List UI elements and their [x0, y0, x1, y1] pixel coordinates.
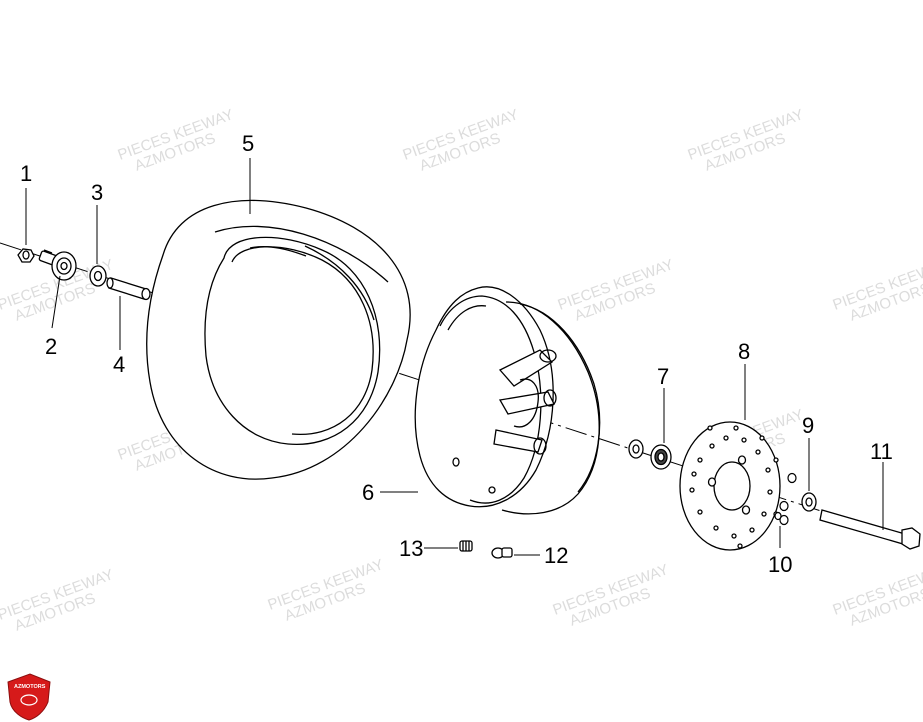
hub-spacer-part	[628, 439, 644, 459]
nut-part	[17, 248, 35, 263]
leader-lines	[25, 158, 884, 556]
tire-part	[146, 199, 411, 480]
speedometer-gear-part	[38, 249, 77, 281]
callout-2: 2	[45, 334, 57, 359]
bearing-part	[650, 444, 672, 470]
valve-part	[491, 547, 513, 559]
washer-part	[89, 265, 107, 287]
valve-cap-part	[459, 540, 473, 552]
spacer-part	[106, 277, 151, 301]
callout-labels: 1 2 3 4 5 6 7 8 9 10 11 12 13	[20, 131, 893, 577]
callout-1: 1	[20, 161, 32, 186]
callout-11: 11	[870, 439, 893, 464]
disc-bolts-part	[774, 472, 797, 526]
brake-disc-part	[679, 421, 781, 551]
collar-part	[801, 492, 817, 512]
callout-4: 4	[113, 352, 125, 377]
logo-text: AZMOTORS	[14, 684, 46, 690]
callout-3: 3	[91, 180, 103, 205]
callout-12: 12	[544, 543, 568, 568]
rim-part	[414, 286, 601, 515]
callout-8: 8	[738, 339, 750, 364]
callout-10: 10	[768, 552, 792, 577]
callout-13: 13	[399, 536, 423, 561]
callout-6: 6	[362, 480, 374, 505]
callout-9: 9	[802, 413, 814, 438]
azmotors-logo: AZMOTORS	[7, 673, 51, 721]
callout-7: 7	[657, 364, 669, 389]
callout-5: 5	[242, 131, 254, 156]
axle-bolt-part	[819, 509, 921, 550]
